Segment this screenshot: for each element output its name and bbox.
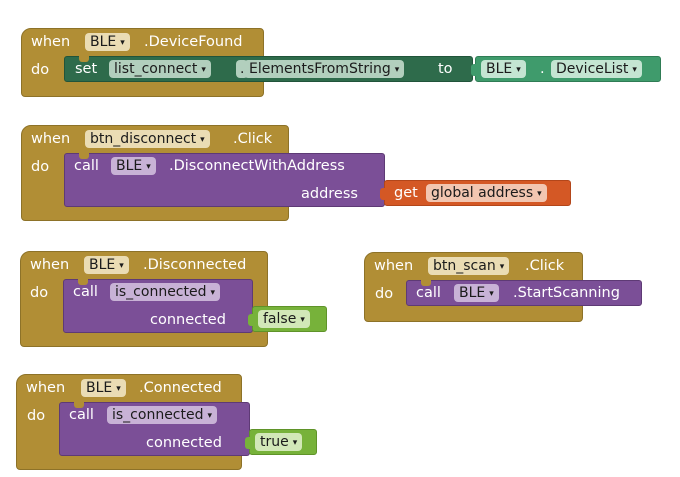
- call-disconnect-method-block[interactable]: call BLE▾ .DisconnectWithAddress address: [64, 153, 385, 207]
- component-name: BLE: [116, 158, 143, 174]
- value-connector: [245, 437, 250, 449]
- dropdown-arrow-icon: ▾: [300, 315, 305, 325]
- call-label: call: [74, 158, 99, 174]
- component-property-getter-block[interactable]: BLE▾ . DeviceList▾: [471, 56, 661, 82]
- statement-notch: [78, 279, 88, 285]
- when-label: when: [31, 34, 71, 50]
- value-connector: [471, 64, 476, 76]
- event-name: .Click: [525, 258, 565, 274]
- boolean-value: true: [260, 434, 289, 450]
- component-dropdown[interactable]: BLE▾: [84, 256, 129, 274]
- property-dropdown[interactable]: DeviceList▾: [551, 60, 642, 78]
- property-name: DeviceList: [556, 61, 629, 77]
- method-name: .StartScanning: [513, 285, 620, 301]
- call-start-scanning-block[interactable]: call BLE▾ .StartScanning: [406, 280, 642, 306]
- when-label: when: [30, 257, 70, 273]
- dropdown-arrow-icon: ▾: [146, 162, 151, 172]
- component-name: btn_disconnect: [90, 131, 197, 147]
- dropdown-arrow-icon: ▾: [537, 189, 542, 199]
- argument-label: address: [301, 186, 358, 202]
- component-dropdown[interactable]: BLE▾: [81, 379, 126, 397]
- statement-notch: [79, 153, 89, 159]
- to-label: to: [438, 61, 453, 77]
- when-label: when: [374, 258, 414, 274]
- dropdown-arrow-icon: ▾: [516, 65, 521, 75]
- event-name: .Click: [233, 131, 273, 147]
- component-dropdown[interactable]: BLE▾: [481, 60, 526, 78]
- method-name: .DisconnectWithAddress: [169, 158, 345, 174]
- dropdown-arrow-icon: ▾: [489, 289, 494, 299]
- set-label: set: [75, 61, 98, 77]
- procedure-name: is_connected: [112, 407, 204, 423]
- dropdown-arrow-icon: ▾: [120, 38, 125, 48]
- get-global-variable-block[interactable]: get global address▾: [380, 180, 571, 206]
- procedure-name: is_connected: [115, 284, 207, 300]
- component-dropdown[interactable]: BLE▾: [454, 284, 499, 302]
- do-label: do: [27, 408, 46, 424]
- get-label: get: [394, 185, 418, 201]
- event-name: .Disconnected: [143, 257, 247, 273]
- component-name: BLE: [89, 257, 116, 273]
- when-label: when: [26, 380, 66, 396]
- argument-label: connected: [150, 312, 226, 328]
- component-name: btn_scan: [433, 258, 496, 274]
- dropdown-arrow-icon: ▾: [116, 384, 121, 394]
- statement-notch: [421, 280, 431, 286]
- dropdown-arrow-icon: ▾: [200, 135, 205, 145]
- dot-label: .: [540, 61, 545, 77]
- call-label: call: [416, 285, 441, 301]
- call-label: call: [69, 407, 94, 423]
- procedure-dropdown[interactable]: is_connected▾: [107, 406, 218, 424]
- variable-name: global address: [431, 185, 534, 201]
- set-variable-block[interactable]: set list_connect▾ . ElementsFromString▾ …: [64, 56, 473, 82]
- variable-dropdown[interactable]: list_connect▾: [109, 60, 211, 78]
- component-dropdown[interactable]: BLE▾: [85, 33, 130, 51]
- do-label: do: [31, 159, 50, 175]
- dropdown-arrow-icon: ▾: [207, 411, 213, 421]
- component-dropdown[interactable]: BLE▾: [111, 157, 156, 175]
- component-name: BLE: [486, 61, 513, 77]
- do-label: do: [375, 286, 394, 302]
- method-name: ElementsFromString: [249, 61, 391, 77]
- value-connector: [248, 314, 253, 326]
- dropdown-arrow-icon: ▾: [394, 65, 400, 75]
- call-label: call: [73, 284, 98, 300]
- event-name: .Connected: [139, 380, 222, 396]
- do-label: do: [30, 285, 49, 301]
- component-name: BLE: [459, 285, 486, 301]
- method-dropdown[interactable]: ElementsFromString▾: [244, 60, 405, 78]
- dropdown-arrow-icon: ▾: [499, 262, 505, 272]
- component-dropdown[interactable]: btn_disconnect▾: [85, 130, 210, 148]
- statement-notch: [79, 56, 89, 62]
- dropdown-arrow-icon: ▾: [632, 65, 637, 75]
- do-label: do: [31, 62, 50, 78]
- call-procedure-block[interactable]: call is_connected▾ connected: [63, 279, 253, 333]
- dropdown-arrow-icon: ▾: [119, 261, 124, 271]
- dot-label: .: [240, 61, 245, 77]
- variable-dropdown[interactable]: global address▾: [426, 184, 547, 202]
- boolean-dropdown[interactable]: true▾: [255, 433, 303, 451]
- component-name: BLE: [86, 380, 113, 396]
- call-procedure-block[interactable]: call is_connected▾ connected: [59, 402, 250, 456]
- when-label: when: [31, 131, 71, 147]
- dropdown-arrow-icon: ▾: [210, 288, 216, 298]
- procedure-dropdown[interactable]: is_connected▾: [110, 283, 221, 301]
- logic-false-block[interactable]: false▾: [248, 306, 327, 332]
- boolean-dropdown[interactable]: false▾: [258, 310, 310, 328]
- value-connector: [380, 188, 385, 200]
- statement-notch: [74, 402, 84, 408]
- boolean-value: false: [263, 311, 297, 327]
- variable-name: list_connect: [114, 61, 198, 77]
- event-name: .DeviceFound: [144, 34, 243, 50]
- dropdown-arrow-icon: ▾: [201, 65, 206, 75]
- argument-label: connected: [146, 435, 222, 451]
- component-dropdown[interactable]: btn_scan▾: [428, 257, 510, 275]
- dropdown-arrow-icon: ▾: [292, 438, 298, 448]
- component-name: BLE: [90, 34, 117, 50]
- logic-true-block[interactable]: true▾: [245, 429, 317, 455]
